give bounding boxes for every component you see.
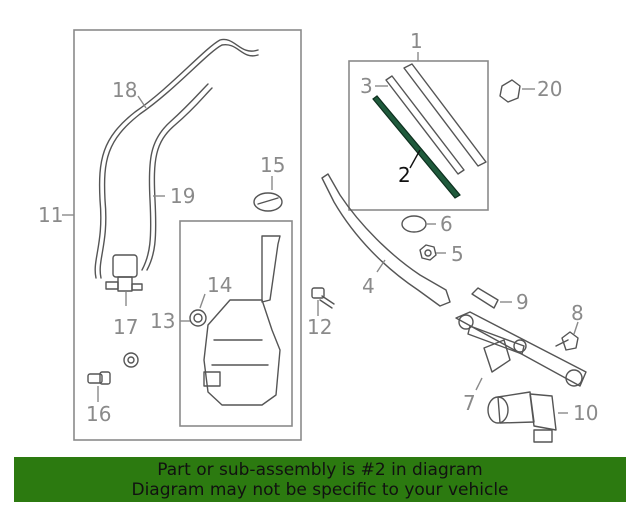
callout-2: 2 [398, 163, 411, 187]
nut-cap-6 [401, 215, 427, 233]
washer-pump-17 [105, 254, 143, 292]
bracket-9 [471, 287, 499, 309]
callout-9: 9 [516, 290, 529, 314]
callout-10: 10 [573, 401, 598, 425]
callout-5: 5 [451, 242, 464, 266]
wiper-linkage-7 [455, 311, 587, 387]
washer-hose-18 [94, 38, 259, 279]
wiper-motor-10 [487, 391, 557, 443]
notice-banner: Part or sub-assembly is #2 in diagram Di… [14, 457, 626, 502]
callout-15: 15 [260, 153, 285, 177]
leader-4 [376, 259, 386, 273]
leader-7 [475, 377, 483, 391]
callout-6: 6 [440, 212, 453, 236]
callout-13: 13 [150, 309, 175, 333]
washer-reservoir [203, 235, 281, 406]
callout-3: 3 [360, 74, 373, 98]
clip-20 [499, 79, 521, 103]
wiper-blade-refill-2 [372, 95, 461, 199]
callout-16: 16 [86, 402, 111, 426]
notice-line-1: Part or sub-assembly is #2 in diagram [157, 460, 483, 480]
callout-8: 8 [571, 301, 584, 325]
reservoir-cap-15 [253, 192, 283, 212]
leader-8 [573, 321, 579, 335]
callout-14: 14 [207, 273, 232, 297]
reservoir-assembly-frame [73, 29, 302, 441]
callout-17: 17 [113, 315, 138, 339]
callout-20: 20 [537, 77, 562, 101]
parts-diagram: 11 18 19 17 16 15 13 14 [38, 29, 598, 443]
notice-line-2: Diagram may not be specific to your vehi… [131, 480, 509, 500]
callout-11: 11 [38, 203, 63, 227]
bolt-8 [555, 331, 579, 351]
washer-hose-19 [141, 83, 209, 271]
callout-18: 18 [112, 78, 137, 102]
callout-12: 12 [307, 315, 332, 339]
callout-19: 19 [170, 184, 195, 208]
nut-5 [419, 244, 437, 261]
bolt-12 [311, 287, 335, 309]
wiper-arm-4 [321, 173, 451, 307]
callout-1: 1 [410, 29, 423, 53]
grommet-14 [189, 309, 207, 327]
callout-7: 7 [463, 391, 476, 415]
callout-4: 4 [362, 274, 375, 298]
connector-16 [87, 352, 139, 385]
leader-18 [137, 95, 147, 109]
reservoir-frame [179, 220, 293, 427]
leader-2 [409, 149, 421, 169]
leader-14 [199, 293, 206, 309]
wiper-blade-3 [385, 75, 465, 175]
